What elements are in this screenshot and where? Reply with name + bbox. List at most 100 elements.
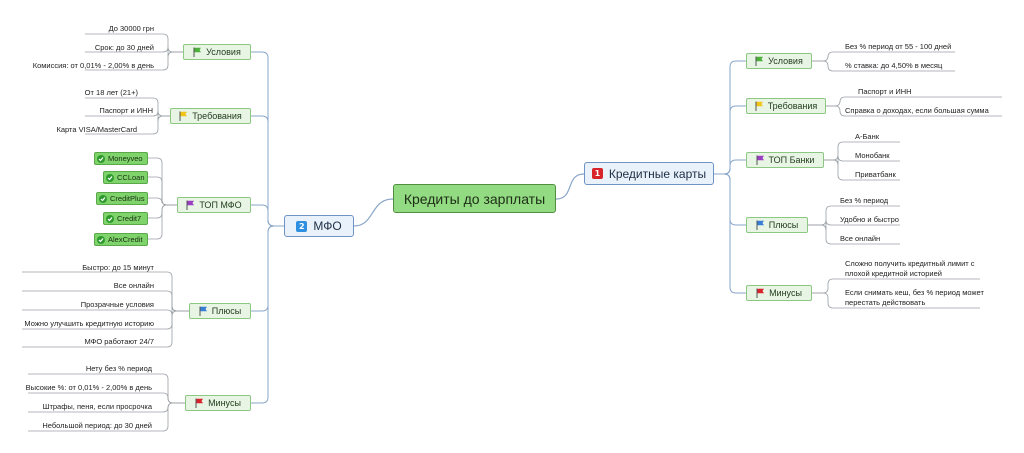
central-topic-label: Кредиты до зарплаты [403,190,546,207]
cards-subtopic-pluses[interactable]: Плюсы [746,217,808,233]
connector-leaf [812,278,980,294]
cards-subtopic-top-label: ТОП Банки [768,155,815,165]
connector-mfo-subtopic [251,225,284,404]
cards-subtopic-pluses-label: Плюсы [768,220,799,230]
check-icon [97,235,105,244]
connector-mfo-subtopic [251,204,284,227]
leaf-text: Без % период от 55 - 100 дней [845,42,952,51]
mfo-subtopic-requirements-label: Требования [192,111,242,121]
connector-leaf [808,205,900,226]
mfo-subtopic-minuses-label: Минусы [208,398,241,408]
check-icon [97,154,105,163]
flag-icon [199,306,207,316]
flag-icon [195,398,204,408]
mfo-subtopic-minuses[interactable]: Минусы [185,395,251,411]
cards-subtopic-minuses[interactable]: Минусы [746,285,812,301]
top-mfo-chip-label: CreditPlus [110,194,145,203]
cards-subtopic-top[interactable]: ТОП Банки [746,152,824,168]
leaf-text: Удобно и быстро [840,215,899,224]
flag-icon [756,288,765,298]
mfo-subtopic-conditions[interactable]: Условия [183,44,251,60]
connector-central-mfo [353,198,394,227]
leaf-text: Комиссия: от 0,01% - 2,00% в день [32,61,154,70]
connector-leaf [28,402,185,432]
mfo-subtopic-top[interactable]: ТОП МФО [177,197,251,213]
leaf-text: Паспорт и ИНН [99,106,153,115]
connector-leaf [824,141,900,161]
leaf-text: % ставка: до 4,50% в месяц [845,61,943,70]
leaf-text: Монобанк [855,151,890,160]
check-icon [106,214,114,223]
leaf-text-line1: Сложно получить кредитный лимит с [845,259,975,268]
mfo-subtopic-requirements[interactable]: Требования [170,108,251,124]
flag-icon [179,111,188,121]
top-mfo-chip-label: CCLoan [117,173,145,182]
connector-leaf [826,105,1002,117]
flag-icon [756,155,764,165]
leaf-text: Карта VISA/MasterCard [56,125,137,134]
main-topic-credit-cards-label: Кредитные карты [608,166,707,181]
cards-subtopic-minuses-label: Минусы [769,288,802,298]
top-mfo-chip[interactable]: Credit7 [103,212,148,225]
connector-leaf [148,176,177,206]
connector-leaf [148,204,177,240]
leaf-text: А-Банк [855,132,880,141]
top-mfo-chip[interactable]: CreditPlus [96,192,148,205]
leaf-text-line2: плохой кредитной историей [845,269,942,278]
top-mfo-chip[interactable]: CCLoan [103,171,148,184]
connector-leaf [812,60,955,72]
leaf-text: Штрафы, пеня, если просрочка [42,402,152,411]
connector-leaf [85,115,170,135]
check-icon [99,194,107,203]
leaf-text: Высокие %: от 0,01% - 2,00% в день [25,383,152,392]
central-topic[interactable]: Кредиты до зарплаты [393,184,556,213]
connector-cards-subtopic [714,159,746,175]
cards-subtopic-conditions-label: Условия [768,56,803,66]
connector-leaf [826,96,1002,107]
connector-leaf [812,292,980,309]
top-mfo-chip-label: AlexCredit [108,235,143,244]
connector-leaf [22,310,189,348]
leaf-text-line2: перестать действовать [845,298,926,307]
connector-leaf [808,224,900,245]
connector-leaf [824,159,900,181]
leaf-text: Быстро: до 15 минут [82,263,154,272]
main-topic-mfo-label: МФО [313,219,342,233]
top-mfo-chip[interactable]: AlexCredit [94,233,148,246]
leaf-text: Можно улучшить кредитную историю [24,319,154,328]
main-topic-credit-cards[interactable]: 1 Кредитные карты [584,162,714,185]
leaf-text: Паспорт и ИНН [858,87,912,96]
connector-leaf [85,33,183,53]
mfo-subtopic-pluses[interactable]: Плюсы [189,303,251,319]
leaf-text: Прозрачные условия [80,300,154,309]
leaf-text: Все онлайн [840,234,881,243]
leaf-text: МФО работают 24/7 [84,337,154,346]
leaf-text: Справка о доходах, если большая сумма [845,106,989,115]
number-badge-icon: 2 [296,220,308,232]
leaf-text: Небольшой период: до 30 дней [42,421,152,430]
flag-icon [193,47,202,57]
flag-icon [755,101,763,111]
mfo-subtopic-top-label: ТОП МФО [199,200,242,210]
mfo-subtopic-conditions-label: Условия [206,47,241,57]
mfo-subtopic-pluses-label: Плюсы [211,306,242,316]
leaf-text: До 30000 грн [108,24,154,33]
connector-leaf [148,197,177,206]
check-icon [106,173,114,182]
connector-leaf [28,392,185,404]
cards-subtopic-requirements[interactable]: Требования [746,98,826,114]
cards-subtopic-requirements-label: Требования [767,101,818,111]
leaf-text: Все онлайн [113,281,154,290]
top-mfo-chip-label: Credit7 [117,214,142,223]
connector-leaf [85,97,170,117]
main-topic-mfo[interactable]: 2 МФО [284,215,354,237]
connector-leaf [812,51,955,62]
leaf-text: Приватбанк [855,170,896,179]
leaf-text: От 18 лет (21+) [84,88,138,97]
cards-subtopic-conditions[interactable]: Условия [746,53,812,69]
connector-leaf [22,305,189,316]
top-mfo-chip[interactable]: Moneyveo [94,152,148,165]
flag-icon [186,200,195,210]
